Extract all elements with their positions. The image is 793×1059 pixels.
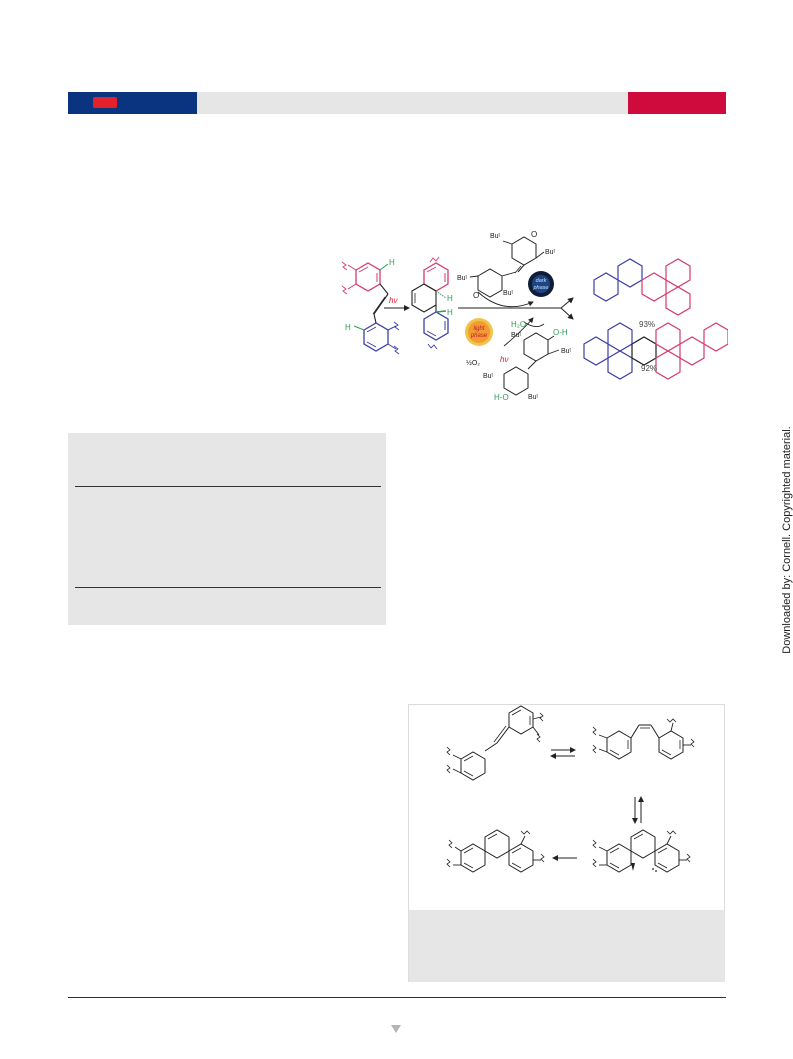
tert-butyl-label: Buᵗ [545,249,556,256]
tert-butyl-label: Buᵗ [490,233,501,240]
table-rule [75,587,381,588]
cis-stilbene [592,718,695,760]
dark-phase-label: phase [533,285,549,291]
table-box [68,433,386,625]
light-reagent-label: hν [500,355,508,364]
oxygen-label: O [531,230,537,239]
hydroxyl-label: O-H [553,328,568,337]
phenanthrene [446,829,545,873]
dark-phase-badge: dark phase [528,271,554,297]
tert-butyl-label: Buᵗ [561,348,572,355]
tert-butyl-label: Buᵗ [511,332,522,339]
hydrogen-label: H [389,258,395,267]
oxygen-label: O [473,291,479,300]
header-left-band [68,92,197,114]
header-badge [93,97,117,108]
isomerization-scheme [446,705,695,873]
water-label: H₂O [511,320,526,329]
oxygen-half-label: ½O₂ [466,359,480,367]
product-extended-pah [583,322,728,380]
footer-rule [68,997,726,998]
hydrogen-label: H [447,294,453,303]
yield-label: 92% [641,364,657,373]
light-phase-badge: light phase [465,318,493,346]
download-notice-text: Downloaded by: Cornell. Copyrighted mate… [781,426,793,654]
light-phase-label: phase [470,333,488,339]
light-phase-label: light [473,326,484,332]
tert-butyl-label: Buᵗ [483,373,494,380]
hydroquinone: O-H Buᵗ Buᵗ Buᵗ H-O Buᵗ [483,328,572,402]
stilbene-molecule: H H [341,258,400,355]
header-right-band [628,92,726,114]
trans-stilbene [446,705,544,781]
page-down-arrow-icon[interactable] [391,1025,401,1033]
tert-butyl-label: Buᵗ [528,394,539,401]
table-rule [75,486,381,487]
dihydrophenanthrene-intermediate: H H [411,256,453,350]
tert-butyl-label: Buᵗ [457,275,468,282]
dark-phase-label: dark [536,278,547,284]
hydroxyl-label: H-O [494,393,509,402]
product-chrysene [593,258,691,316]
figure-caption-box [409,910,725,982]
photocyclization-scheme: H H hν H H Buᵗ O Buᵗ [341,230,728,402]
light-reagent-label: hν [389,296,397,305]
header-middle-band [197,92,628,114]
tert-butyl-label: Buᵗ [503,290,514,297]
hydrogen-label: H [447,308,453,317]
dihydrophenanthrene [592,829,691,873]
quinone-oxidant: Buᵗ O Buᵗ Buᵗ O Buᵗ [457,230,556,300]
hydrogen-label: H [345,323,351,332]
yield-label: 93% [639,320,655,329]
